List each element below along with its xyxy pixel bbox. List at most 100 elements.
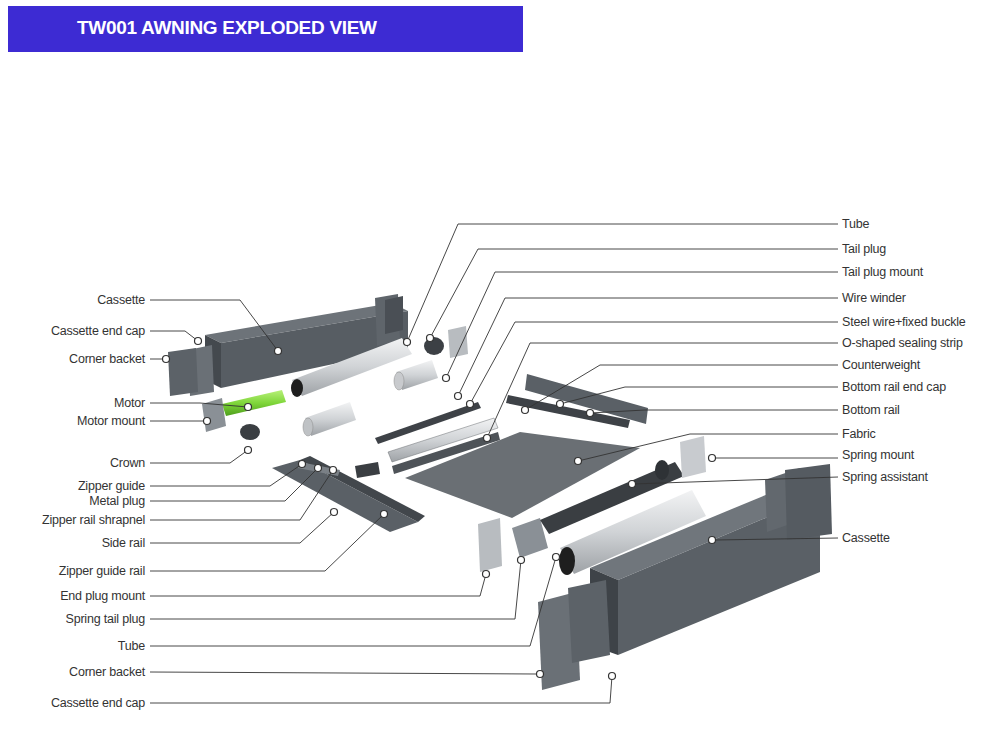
leader-dots-circle — [404, 339, 411, 346]
part-label: Tail plug mount — [842, 265, 923, 279]
upper-tubes-ellipse — [291, 379, 303, 397]
leader-lines-polyline — [150, 514, 384, 571]
leader-dots-circle — [518, 557, 525, 564]
left-cassette — [168, 294, 408, 396]
leader-dots-circle — [483, 571, 490, 578]
leader-dots-circle — [443, 375, 450, 382]
part-label: Zipper guide rail — [59, 564, 145, 578]
leader-lines-polyline — [150, 464, 302, 486]
part-label: Motor — [114, 396, 145, 410]
leader-lines-polyline — [716, 458, 838, 459]
leader-dots-circle — [587, 410, 594, 417]
part-label: Crown — [110, 456, 145, 470]
leader-dots-circle — [484, 435, 491, 442]
leader-lines-polyline — [150, 557, 556, 646]
right-cassette-polygon — [568, 580, 610, 663]
leader-dots-circle — [195, 338, 202, 345]
leader-dots-circle — [315, 465, 322, 472]
side-rail-polygon — [272, 460, 418, 532]
leader-lines-polyline — [150, 450, 248, 463]
part-label: Zipper rail shrapnel — [42, 513, 145, 527]
upper-tubes-ellipse — [303, 418, 313, 436]
leader-lines-polyline — [150, 403, 248, 407]
leader-lines-polyline — [150, 574, 486, 596]
part-label: Zipper guide — [78, 479, 145, 493]
leader-dots-circle — [331, 509, 338, 516]
spring-assembly-polygon — [478, 518, 502, 572]
spring-assembly-polygon — [680, 436, 706, 478]
leader-dots-circle — [381, 511, 388, 518]
leader-dots-circle — [163, 356, 170, 363]
leader-dots-circle — [609, 673, 616, 680]
part-label: Fabric — [842, 427, 876, 441]
leader-lines-polyline — [430, 249, 838, 338]
leader-lines-polyline — [716, 538, 838, 540]
part-label: Metal plug — [89, 494, 145, 508]
part-label: Tube — [842, 217, 869, 231]
part-label: Cassette — [842, 531, 890, 545]
side-rail — [272, 456, 425, 532]
leader-lines-polyline — [150, 300, 278, 351]
upper-tubes-polygon — [292, 338, 412, 396]
part-label: Bottom rail — [842, 403, 900, 417]
part-label: Cassette — [97, 293, 145, 307]
part-label: O-shaped sealing strip — [842, 336, 963, 350]
motor-polygon — [222, 390, 286, 416]
part-label: Steel wire+fixed buckle — [842, 315, 966, 329]
part-label: Counterweight — [842, 358, 920, 372]
motor — [202, 390, 286, 440]
leader-dots-circle — [537, 671, 544, 678]
diagram-title: TW001 AWNING EXPLODED VIEW — [77, 17, 377, 39]
leader-dots-circle — [467, 401, 474, 408]
leader-dots-circle — [709, 455, 716, 462]
leader-dots-circle — [299, 461, 306, 468]
spring-assembly-ellipse — [655, 460, 669, 480]
leader-dots-circle — [709, 537, 716, 544]
leader-dots-circle — [245, 404, 252, 411]
part-label: Tail plug — [842, 242, 886, 256]
leader-lines — [150, 224, 838, 703]
part-label: Cassette end cap — [51, 696, 145, 710]
leader-dots-circle — [204, 418, 211, 425]
leader-lines-polyline — [150, 470, 333, 520]
part-label: Spring assistant — [842, 470, 928, 484]
part-label: Spring tail plug — [66, 612, 146, 626]
right-cassette-polygon — [785, 464, 832, 540]
leader-lines-polyline — [150, 331, 198, 341]
leader-lines-polyline — [150, 672, 536, 674]
part-label: Spring mount — [842, 448, 914, 462]
leader-dots-circle — [629, 481, 636, 488]
leader-dots-circle — [427, 335, 434, 342]
upper-tubes — [291, 338, 438, 436]
part-label: End plug mount — [60, 589, 145, 603]
leader-dots-circle — [330, 467, 337, 474]
leader-lines-polyline — [560, 387, 838, 404]
part-label: Tube — [118, 639, 145, 653]
leader-dots-circle — [455, 393, 462, 400]
spring-assembly-ellipse — [559, 547, 575, 575]
tail-plug-polygon — [448, 326, 468, 358]
leader-lines-polyline — [150, 421, 203, 422]
leader-lines-polyline — [525, 365, 838, 410]
leader-lines-polyline — [446, 272, 838, 378]
part-label: Bottom rail end cap — [842, 380, 946, 394]
leader-lines-polyline — [150, 676, 612, 703]
tail-plug — [424, 326, 468, 358]
motor-ellipse — [240, 424, 260, 440]
leader-lines-polyline — [150, 468, 318, 501]
left-cassette-polygon — [168, 348, 198, 396]
part-label: Corner backet — [69, 352, 145, 366]
leader-lines-polyline — [487, 343, 838, 438]
leader-lines-polyline — [407, 224, 838, 342]
leader-dots-circle — [575, 458, 582, 465]
left-cassette-polygon — [385, 296, 403, 334]
leader-lines-polyline — [150, 359, 162, 360]
leader-dots-circle — [275, 348, 282, 355]
leader-lines-polyline — [150, 560, 521, 619]
leader-dots — [163, 335, 716, 680]
leader-lines-polyline — [590, 410, 838, 413]
upper-tubes-ellipse — [394, 372, 404, 390]
leader-lines-polyline — [470, 322, 838, 404]
bars-polygon — [355, 462, 380, 478]
